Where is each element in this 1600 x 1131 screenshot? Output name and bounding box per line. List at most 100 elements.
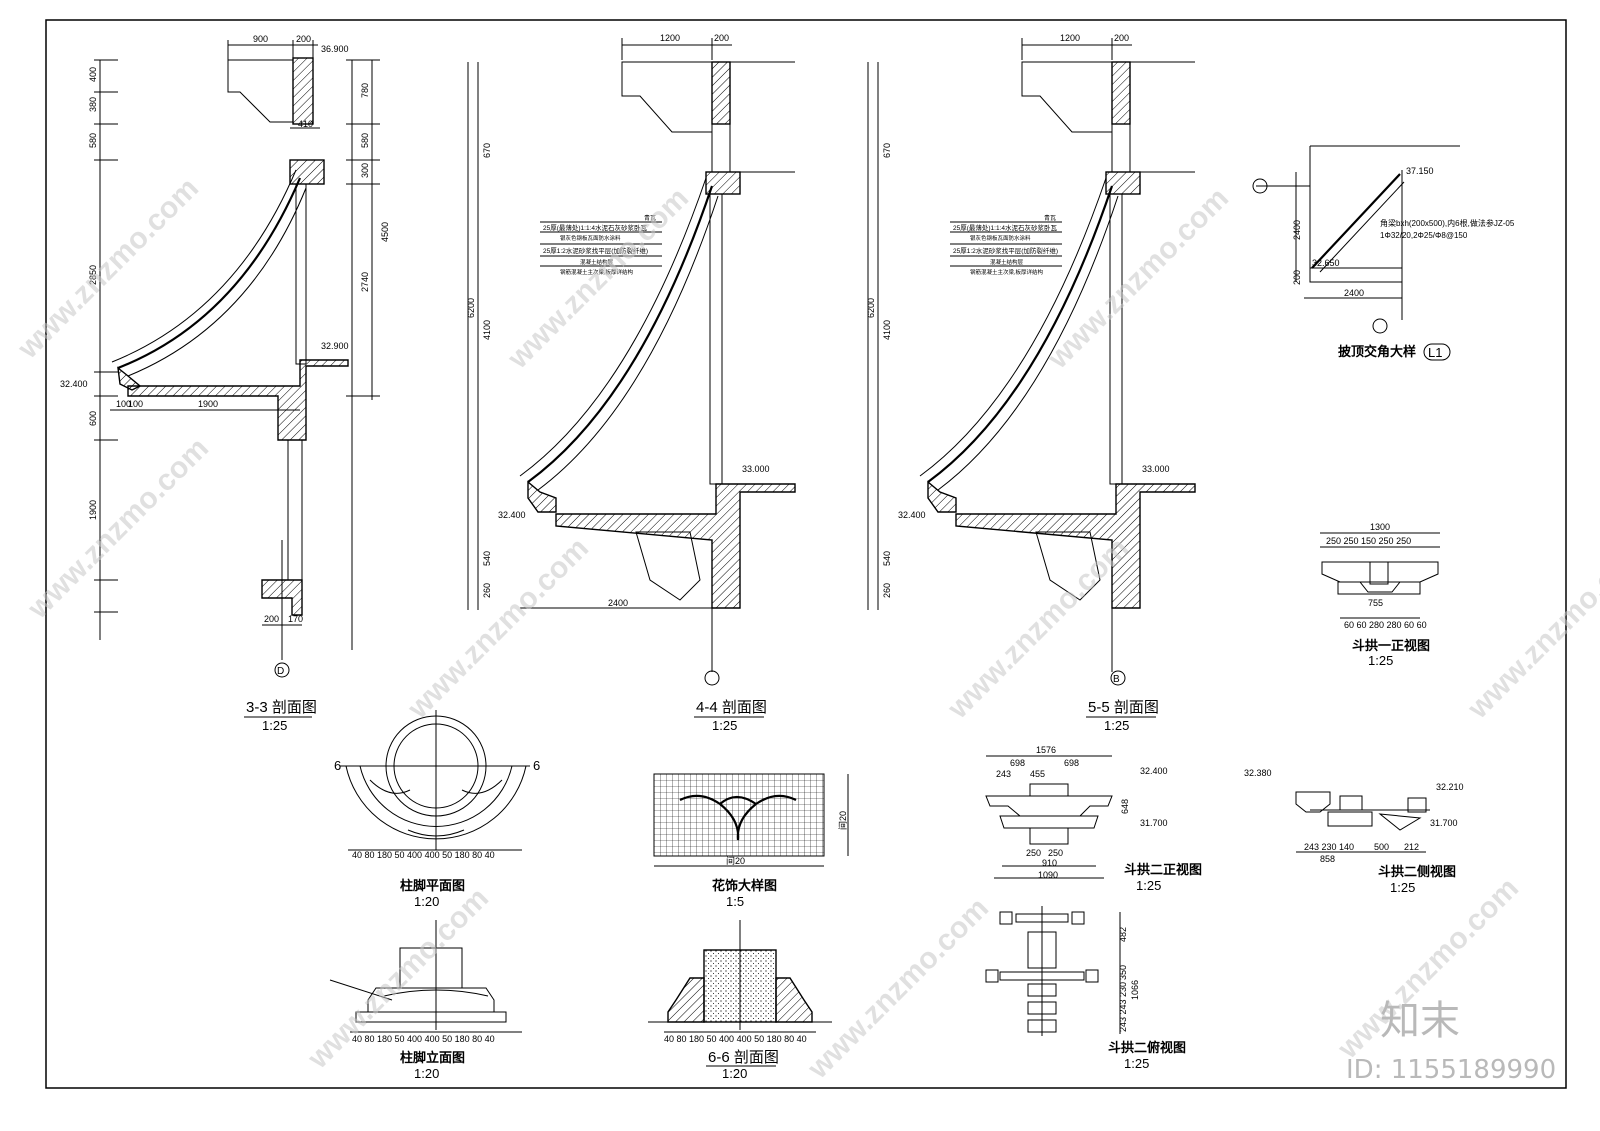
watermark-site-8: www.znzmo.com: [301, 882, 495, 1076]
dim-212: 212: [1404, 842, 1419, 852]
scale-bracket-1: 1:25: [1368, 653, 1393, 668]
watermark-site-5: www.znzmo.com: [401, 532, 595, 726]
dim-910: 910: [1042, 858, 1057, 868]
elevation-37150: 37.150: [1406, 166, 1434, 176]
title-column-base-elevation: 柱脚立面图: [400, 1050, 465, 1065]
scale-ornament: 1:5: [726, 894, 744, 909]
brand-logo: 知末: [1380, 998, 1460, 1044]
construction-notes-4-4: 青瓦 25厚(最薄处)1:1:4水泥石灰砂浆卧瓦 银灰色钢板瓦面防水涂料 25厚…: [540, 214, 662, 276]
note-44-5: 混凝土结构层: [580, 258, 614, 266]
elevation-36900: 36.900: [321, 44, 349, 54]
watermark-site-6: www.znzmo.com: [941, 532, 1135, 726]
scale-bracket-2-side: 1:25: [1390, 880, 1415, 895]
dim-1200b: 1200: [1060, 33, 1080, 43]
bracket-2-side: 32.380 32.210 31.700 243 230 140 500 212…: [1244, 768, 1464, 895]
title-bracket-2-side: 斗拱二侧视图: [1378, 864, 1456, 879]
dim-100a: 100: [116, 399, 131, 409]
elevation-33000-b: 33.000: [1142, 464, 1170, 474]
note-55-6: 钢筋混凝土主次梁,板厚详结构: [970, 268, 1044, 276]
dim-380: 380: [88, 97, 98, 112]
dim-zj-plan: 40 80 180 50 400 400 50 180 80 40: [352, 850, 495, 860]
section-4-4: 1200 200 33.000 32.400 2400 6200 670 410…: [466, 33, 796, 733]
scale-bracket-2-front: 1:25: [1136, 878, 1161, 893]
dim-1900: 1900: [198, 399, 218, 409]
note-55-5: 混凝土结构层: [990, 258, 1024, 266]
dim-698a: 698: [1010, 758, 1025, 768]
title-l1: 披顶交角大样: [1338, 344, 1416, 359]
title-ornament: 花饰大样图: [712, 878, 777, 893]
dim-1090: 1090: [1038, 870, 1058, 880]
dim-4100b: 4100: [882, 320, 892, 340]
elevation-31700-a: 31.700: [1140, 818, 1168, 828]
note-44-3: 银灰色钢板瓦面防水涂料: [560, 234, 621, 242]
title-4-4: 4-4 剖面图: [696, 699, 767, 716]
scale-column-base-elevation: 1:20: [414, 1066, 439, 1081]
dim-540a: 540: [482, 551, 492, 566]
detail-l1: 2400 200 2400 37.150 32.650 角梁bxh(200x50…: [1252, 145, 1515, 361]
dim-670a: 670: [482, 143, 492, 158]
dim-580: 580: [88, 133, 98, 148]
dim-2850: 2850: [88, 265, 98, 285]
dim-648: 648: [1120, 799, 1130, 814]
dim-200: 200: [296, 34, 311, 44]
dim-482: 482: [1118, 927, 1128, 942]
axis-b: B: [1113, 674, 1120, 685]
construction-notes-5-5: 青瓦 25厚(最薄处)1:1:4水泥石灰砂浆卧瓦 银灰色钢板瓦面防水涂料 25厚…: [950, 214, 1062, 276]
dim-350: 350: [1118, 965, 1128, 980]
dim-170: 170: [288, 614, 303, 624]
title-5-5: 5-5 剖面图: [1088, 699, 1159, 716]
title-6-6: 6-6 剖面图: [708, 1049, 779, 1066]
bracket-2-front: 1576 698 698 243 455 32.400 31.700 648 2…: [985, 745, 1202, 893]
scale-bracket-2-top: 1:25: [1124, 1056, 1149, 1071]
dim-2400a: 2400: [608, 598, 628, 608]
note-44-6: 钢筋混凝土主次梁,板厚详结构: [560, 268, 634, 276]
dim-zj-elev: 40 80 180 50 400 400 50 180 80 40: [352, 1034, 495, 1044]
dim-455: 455: [1030, 769, 1045, 779]
scale-3-3: 1:25: [262, 718, 287, 733]
pitch-20-h: 间20: [726, 855, 745, 866]
dim-698b: 698: [1064, 758, 1079, 768]
tag-l1: L1: [1428, 345, 1442, 360]
dim-243row: 243 230 140: [1304, 842, 1354, 852]
section-5-5: 1200 200 B 33.000 32.400 6200 670 4100 5…: [866, 33, 1196, 733]
dim-260a: 260: [482, 583, 492, 598]
scale-5-5: 1:25: [1104, 718, 1129, 733]
dim-780: 780: [360, 83, 370, 98]
title-column-base-plan: 柱脚平面图: [400, 878, 465, 893]
elevation-32650: 32.650: [1312, 258, 1340, 268]
note-55-2: 25厚(最薄处)1:1:4水泥石灰砂浆卧瓦: [953, 223, 1058, 232]
note-55-3: 银灰色钢板瓦面防水涂料: [970, 234, 1031, 242]
dim-500: 500: [1374, 842, 1389, 852]
dim-200e: 200: [1292, 270, 1302, 285]
dim-670b: 670: [882, 143, 892, 158]
dim-1576: 1576: [1036, 745, 1056, 755]
elevation-32900: 32.900: [321, 341, 349, 351]
dim-100b: 100: [128, 399, 143, 409]
dim-2400c: 2400: [1344, 288, 1364, 298]
dim-300: 300: [360, 163, 370, 178]
dim-6200a: 6200: [466, 298, 476, 318]
dim-200d: 200: [1114, 33, 1129, 43]
note-55-1: 青瓦: [1044, 214, 1056, 222]
column-base-elevation: 40 80 180 50 400 400 50 180 80 40 柱脚立面图 …: [329, 920, 522, 1081]
dim-1300: 1300: [1370, 522, 1390, 532]
bracket-2-top: 482 350 243 243 230 1066 斗拱二俯视图 1:25: [985, 906, 1186, 1071]
elevation-32400-c: 32.400: [898, 510, 926, 520]
dim-1200a: 1200: [660, 33, 680, 43]
dim-2400b: 2400: [1292, 220, 1302, 240]
scale-6-6: 1:20: [722, 1066, 747, 1081]
dim-400: 400: [88, 67, 98, 82]
bracket-1-front: 1300 250 250 150 250 250 755 60 60 280 2…: [1320, 522, 1440, 668]
dim-1066: 1066: [1130, 980, 1140, 1000]
elevation-31700-b: 31.700: [1430, 818, 1458, 828]
dim-755: 755: [1368, 598, 1383, 608]
scale-column-base-plan: 1:20: [414, 894, 439, 909]
dim-4100a: 4100: [482, 320, 492, 340]
dim-66-row: 40 80 180 50 400 400 50 180 80 40: [664, 1034, 807, 1044]
column-base-plan: 6 6 40 80 180 50 400 400 50 180 80 40 柱脚…: [334, 710, 540, 909]
title-bracket-2-front: 斗拱二正视图: [1124, 862, 1202, 877]
cut-mark-6-right: 6: [533, 758, 540, 773]
axis-d: D: [277, 666, 284, 677]
dim-540b: 540: [882, 551, 892, 566]
title-3-3: 3-3 剖面图: [246, 699, 317, 716]
